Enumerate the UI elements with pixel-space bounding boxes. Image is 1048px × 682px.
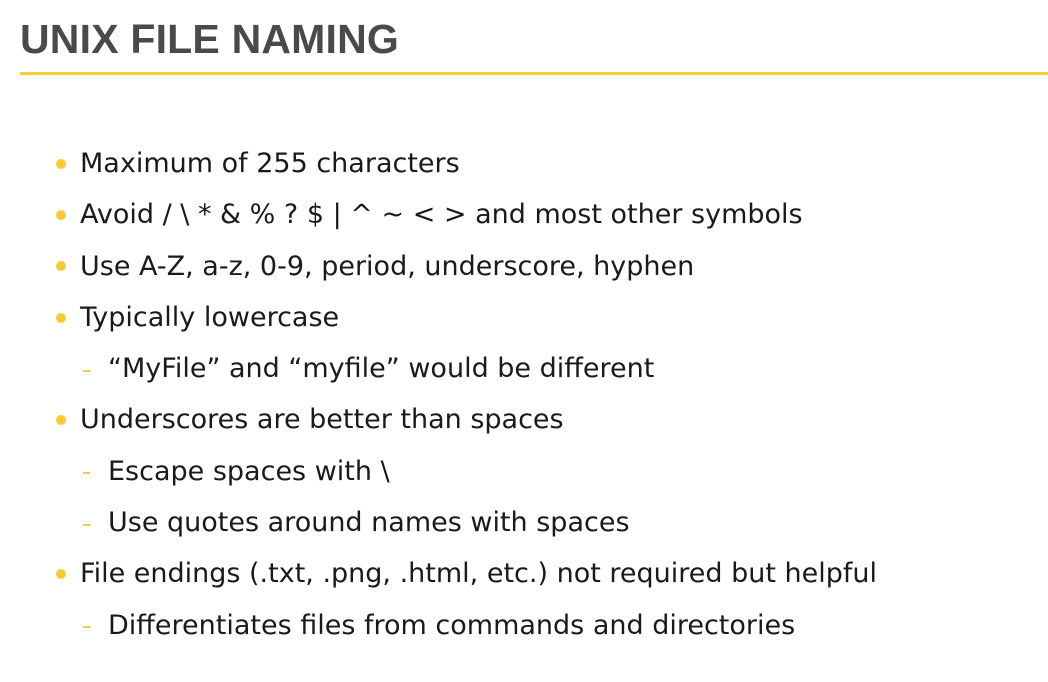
sub-bullet-text: “MyFile” and “myfile” would be different [108, 353, 655, 385]
sub-bullet-text: Use quotes around names with spaces [108, 507, 630, 539]
bullet-dot-icon [56, 312, 66, 323]
bullet-item: Typically lowercase [0, 292, 877, 343]
sub-bullet-item: Use quotes around names with spaces [0, 497, 877, 548]
bullet-item: Avoid / \ * & % ? $ | ^ ~ < > and most o… [0, 189, 877, 240]
bullet-item: Maximum of 255 characters [0, 138, 877, 189]
bullet-text: File endings (.txt, .png, .html, etc.) n… [80, 558, 878, 590]
bullet-dot-icon [56, 209, 66, 220]
bullet-dash-icon [83, 523, 90, 526]
sub-bullet-text: Differentiates files from commands and d… [108, 609, 796, 641]
bullet-text: Avoid / \ * & % ? $ | ^ ~ < > and most o… [80, 199, 803, 231]
bullet-dot-icon [56, 415, 66, 426]
bullet-item: Use A-Z, a-z, 0-9, period, underscore, h… [0, 241, 877, 292]
bullet-dash-icon [83, 369, 90, 372]
sub-bullet-item: Differentiates files from commands and d… [0, 600, 877, 651]
bullet-dash-icon [83, 626, 90, 629]
title-underline [20, 72, 1048, 75]
sub-bullet-text: Escape spaces with \ [108, 455, 390, 487]
bullet-list: Maximum of 255 characters Avoid / \ * & … [0, 138, 877, 651]
bullet-text: Use A-Z, a-z, 0-9, period, underscore, h… [80, 250, 695, 282]
bullet-dash-icon [83, 472, 90, 475]
bullet-text: Underscores are better than spaces [80, 404, 564, 436]
bullet-dot-icon [56, 569, 66, 580]
sub-bullet-item: Escape spaces with \ [0, 446, 877, 497]
bullet-dot-icon [56, 261, 66, 272]
bullet-text: Maximum of 255 characters [80, 148, 460, 179]
bullet-dot-icon [56, 158, 66, 169]
slide-title: UNIX FILE NAMING [20, 16, 400, 62]
bullet-text: Typically lowercase [80, 301, 340, 333]
bullet-item: File endings (.txt, .png, .html, etc.) n… [0, 548, 877, 599]
bullet-item: Underscores are better than spaces [0, 394, 877, 445]
sub-bullet-item: “MyFile” and “myfile” would be different [0, 343, 877, 394]
